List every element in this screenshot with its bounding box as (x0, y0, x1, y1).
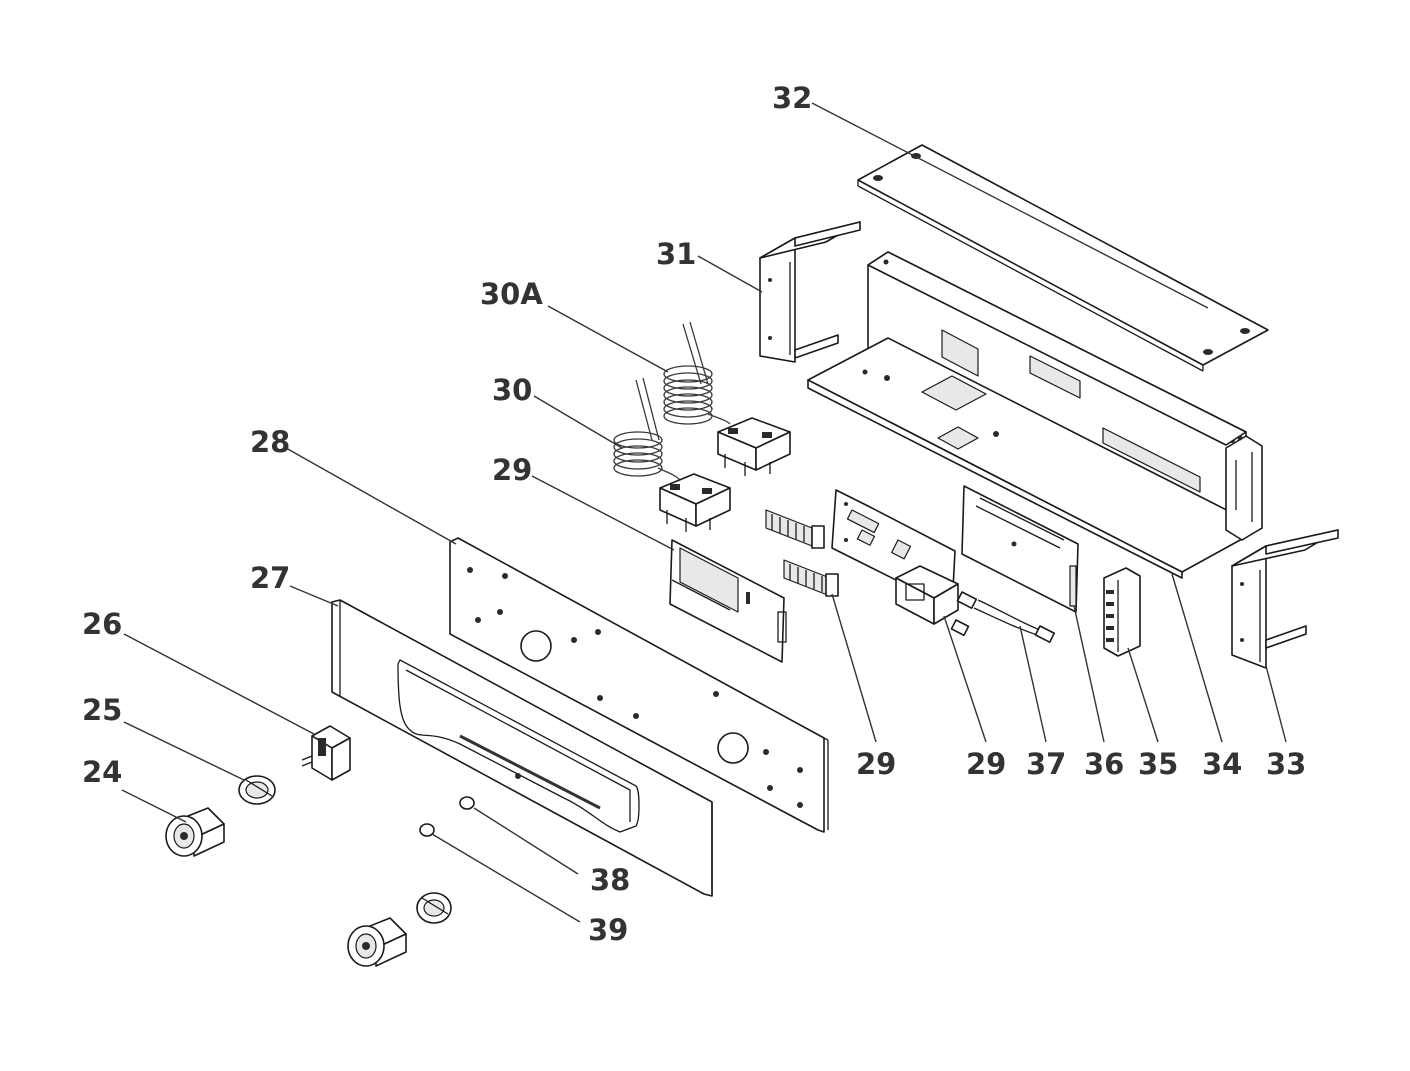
leader-34 (1171, 573, 1223, 743)
leader-24 (121, 789, 187, 823)
part-26-rocker-switch (301, 725, 351, 781)
part-labels: 24 25 26 27 28 29 30 30A 31 32 29 29 37 … (82, 81, 1306, 947)
leader-38 (473, 807, 579, 875)
part-28-inner-plate (449, 537, 829, 833)
label-30: 30 (492, 373, 532, 407)
part-29-ribbon-cables (765, 509, 839, 597)
part-38-indicator-lamp (459, 796, 475, 810)
leader-lines (121, 102, 1287, 923)
label-36: 36 (1084, 747, 1124, 781)
leader-28 (285, 447, 457, 545)
part-34-main-tray (807, 251, 1263, 579)
lower-knob-bezel (416, 892, 452, 924)
leader-32 (811, 102, 1209, 309)
part-31-left-bracket (759, 221, 861, 363)
part-35-terminal-block (1103, 567, 1141, 657)
label-38: 38 (590, 863, 630, 897)
label-26: 26 (82, 607, 122, 641)
leader-26 (123, 633, 315, 735)
label-30a: 30A (480, 277, 543, 311)
leader-29-pcb (531, 475, 675, 551)
part-32-top-cover (857, 144, 1269, 372)
label-37: 37 (1026, 747, 1066, 781)
leader-30a (547, 305, 669, 373)
leader-29-transformer (943, 615, 987, 743)
leader-25 (123, 721, 245, 781)
label-31: 31 (656, 237, 696, 271)
leader-31 (697, 255, 763, 293)
part-39-indicator-lamp (419, 823, 435, 837)
part-24-control-knob (165, 807, 225, 857)
label-34: 34 (1202, 747, 1242, 781)
label-24: 24 (82, 755, 122, 789)
part-33-right-bracket (1231, 529, 1339, 669)
part-27-front-fascia (331, 599, 713, 897)
label-39: 39 (588, 913, 628, 947)
label-29-transformer: 29 (966, 747, 1006, 781)
part-30-capillary-thermostat (613, 377, 731, 532)
leader-35 (1127, 647, 1159, 743)
leader-36 (1073, 605, 1105, 743)
label-35: 35 (1138, 747, 1178, 781)
label-28: 28 (250, 425, 290, 459)
label-33: 33 (1266, 747, 1306, 781)
leader-37 (1019, 625, 1047, 743)
lower-control-knob (347, 917, 407, 967)
leader-30 (533, 395, 623, 449)
leader-29-ribbon (831, 593, 877, 743)
leader-33 (1265, 665, 1287, 743)
label-25: 25 (82, 693, 122, 727)
part-30a-capillary-thermostat (663, 321, 791, 476)
label-27: 27 (250, 561, 290, 595)
label-29-ribbon: 29 (856, 747, 896, 781)
label-29-pcb: 29 (492, 453, 532, 487)
part-29-display-pcb (669, 539, 787, 663)
label-32: 32 (772, 81, 812, 115)
leader-27 (289, 585, 339, 607)
leader-39 (431, 833, 581, 923)
part-37-wire-harness (950, 591, 1056, 643)
part-25-knob-bezel (238, 775, 276, 805)
part-29-control-pcb (831, 489, 959, 625)
